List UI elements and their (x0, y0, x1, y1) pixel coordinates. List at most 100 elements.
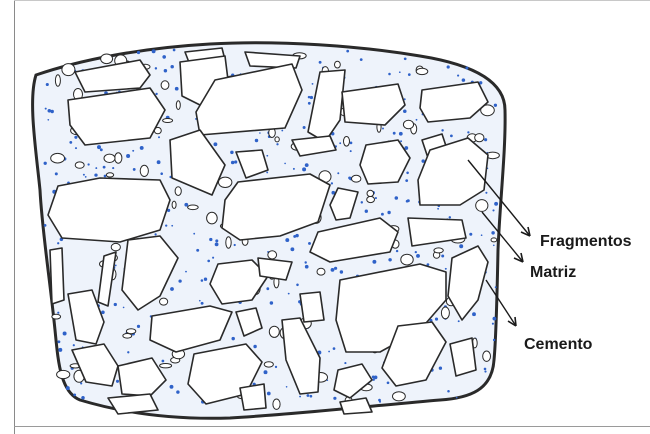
matrix-dot (339, 142, 341, 144)
matrix-dot (408, 73, 411, 76)
matrix-dot (57, 312, 59, 314)
matrix-dot (333, 397, 336, 400)
matrix-dot (281, 130, 283, 132)
matrix-dot (58, 348, 62, 352)
matrix-dot (126, 154, 130, 158)
matrix-dot (331, 182, 333, 184)
matrix-dot (46, 83, 49, 86)
cement-grain (160, 364, 172, 368)
cement-grain (393, 392, 406, 401)
cement-grain (140, 165, 148, 176)
matrix-dot (276, 143, 278, 145)
matrix-dot (48, 109, 52, 113)
matrix-dot (360, 58, 363, 61)
matrix-dot (155, 67, 157, 69)
matrix-dot (152, 49, 156, 53)
matrix-dot (305, 163, 309, 167)
matrix-dot (437, 208, 439, 210)
cement-grain (51, 153, 65, 163)
cement-grain (483, 351, 491, 361)
cement-grain (176, 101, 180, 110)
matrix-dot (290, 247, 294, 251)
matrix-dot (375, 197, 377, 199)
cement-grain (115, 153, 122, 163)
matrix-dot (209, 238, 212, 241)
matrix-dot (230, 151, 233, 154)
matrix-dot (493, 317, 497, 321)
matrix-dot (374, 376, 378, 380)
matrix-dot (445, 268, 447, 270)
matrix-dot (85, 176, 87, 178)
matrix-dot (472, 312, 476, 316)
matrix-dot (266, 171, 268, 173)
matrix-dot (63, 332, 67, 336)
matrix-dot (137, 325, 140, 328)
matrix-dot (456, 397, 458, 399)
matrix-dot (44, 162, 47, 165)
matrix-dot (365, 210, 368, 213)
cement-grain (101, 54, 113, 64)
matrix-dot (492, 209, 494, 211)
matrix-dot (494, 202, 498, 206)
matrix-dot (212, 257, 214, 259)
matrix-dot (264, 370, 268, 374)
matrix-dot (331, 268, 335, 272)
matrix-dot (94, 173, 97, 176)
cement-grain (317, 268, 325, 275)
matrix-dot (73, 394, 76, 397)
matrix-dot (284, 163, 286, 165)
cement-grain (367, 196, 375, 202)
matrix-dot (213, 142, 217, 146)
matrix-dot (484, 138, 487, 141)
matrix-dot (270, 301, 273, 304)
matrix-dot (340, 270, 343, 273)
matrix-dot (387, 381, 390, 384)
matrix-dot (493, 339, 495, 341)
matrix-dot (328, 351, 330, 353)
matrix-dot (415, 251, 417, 253)
matrix-dot (162, 55, 166, 59)
cement-grain (62, 64, 75, 76)
cement-grain (172, 201, 176, 208)
matrix-dot (288, 293, 290, 295)
cement-grain (207, 212, 218, 224)
matrix-dot (45, 108, 47, 110)
matrix-dot (69, 141, 72, 144)
matrix-dot (493, 244, 495, 246)
cement-grain (126, 329, 135, 334)
matrix-dot (400, 140, 402, 142)
matrix-dot (492, 323, 494, 325)
matrix-dot (103, 166, 106, 169)
rock-body (33, 43, 506, 419)
matrix-dot (348, 176, 351, 179)
cement-grain (188, 205, 199, 210)
cement-grain (111, 243, 120, 250)
matrix-dot (207, 260, 210, 263)
matrix-dot (116, 380, 119, 383)
matrix-dot (215, 239, 218, 242)
matrix-dot (310, 96, 313, 99)
matrix-dot (132, 150, 134, 152)
matrix-dot (465, 66, 468, 69)
matrix-dot (160, 172, 163, 175)
matrix-dot (170, 65, 173, 68)
matrix-dot (57, 340, 60, 343)
matrix-dot (80, 382, 82, 384)
matrix-dot (396, 250, 398, 252)
matrix-dot (312, 83, 314, 85)
cement-grain (344, 137, 350, 147)
matrix-dot (319, 61, 322, 64)
matrix-dot (305, 265, 309, 269)
matrix-dot (491, 231, 494, 234)
matrix-dot (388, 73, 391, 76)
matrix-dot (403, 109, 407, 113)
cement-grain (273, 399, 280, 409)
matrix-dot (304, 261, 306, 263)
matrix-dot (173, 49, 176, 52)
cement-grain (161, 81, 169, 90)
matrix-dot (459, 244, 463, 248)
matrix-dot (253, 345, 256, 348)
matrix-dot (114, 303, 117, 306)
cement-grain (163, 119, 173, 123)
cement-grain (491, 238, 497, 242)
